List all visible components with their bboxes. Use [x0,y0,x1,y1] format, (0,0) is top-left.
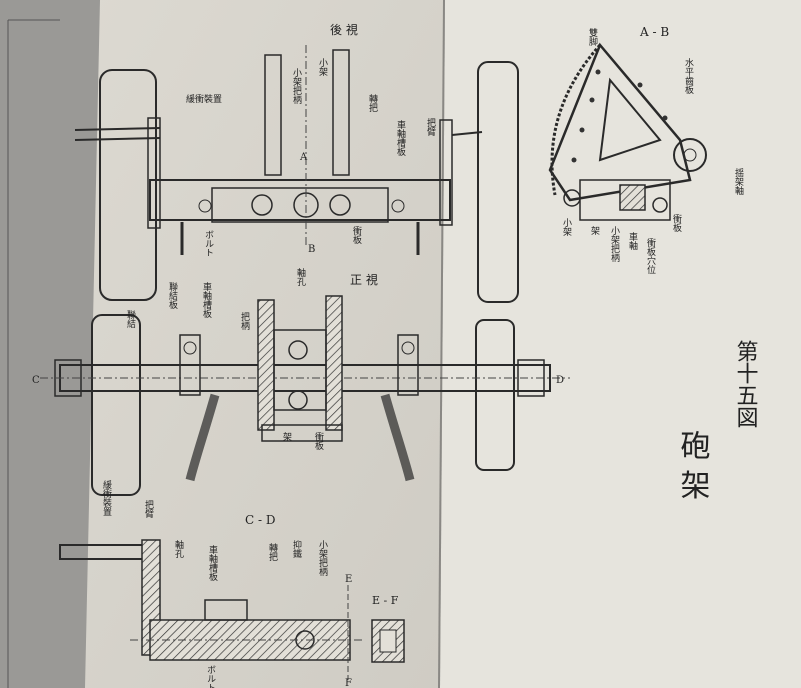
callout-label: 衝板 [671,213,682,233]
callout-label: 衝板穴位 [645,237,656,275]
callout-label: 架 [281,432,292,442]
callout-label: 轉把 [267,542,278,562]
callout-labels: 小架 小架把柄 轉把 車軸槽板 把臂 緩衝裝置 ボルト 衝板 聯結 聯結板 車軸… [101,27,744,688]
callout-label: ボルト [205,665,216,688]
callout-label: 車軸 [627,231,638,251]
callout-label: 衝板 [351,225,362,245]
ef-section-drawing: E - F [371,594,405,663]
callout-label: 雙脚 [587,27,598,47]
rear-view-drawing: 後 視 A B [74,22,519,303]
callout-label: 把臂 [425,117,436,137]
callout-label: ボルト [203,230,214,257]
callout-label: 聯結板 [167,281,178,310]
callout-label: 衝板 [313,431,324,451]
callout-label: 抑鐵 [291,539,302,559]
callout-label: 小架 [561,218,572,237]
plan-label-c: C [32,375,40,386]
rear-center-label-a: A [299,152,308,163]
callout-label: 軸孔 [295,267,306,287]
cd-label-e: E [345,574,352,585]
callout-label: 揺架軸 [733,167,744,196]
callout-label: 把臂 [143,499,154,519]
callout-label: 車軸槽板 [395,119,406,157]
ef-section-title: E - F [372,594,399,607]
callout-label: 聯結 [125,309,136,329]
figure-number-label: 第十五図 [733,340,758,428]
callout-label: 車軸槽板 [207,544,218,582]
figure-name-label: 砲 架 [675,430,711,500]
callout-label: 小架 [317,58,328,77]
callout-label: 水平齒板 [683,57,694,95]
callout-label: 車軸槽板 [201,281,212,319]
rear-view-title: 後 視 [330,22,358,37]
cd-section-drawing: C - D E F [59,513,365,688]
callout-label: 轉把 [367,93,378,113]
cd-label-f: F [345,678,352,688]
callout-label: 把柄 [239,311,250,331]
plan-view-drawing: 正 視 C D [32,272,570,496]
callout-label: 軸孔 [173,539,184,559]
cd-section-title: C - D [245,513,276,527]
plan-label-d: D [556,375,564,386]
callout-label: 緩衝裝置 [101,479,112,516]
ab-section-drawing: A - B [548,25,707,221]
rear-center-label-b: B [308,244,315,255]
plan-view-title: 正 視 [350,272,378,287]
callout-label: 小架把柄 [609,226,620,263]
callout-label: 小架把柄 [317,540,328,577]
ab-section-title: A - B [639,25,669,39]
figure-title: 第十五図 砲 架 [675,340,758,500]
callout-label: 緩衝裝置 [186,93,222,105]
callout-label: 小架把柄 [291,68,302,105]
callout-label: 架 [589,226,600,236]
